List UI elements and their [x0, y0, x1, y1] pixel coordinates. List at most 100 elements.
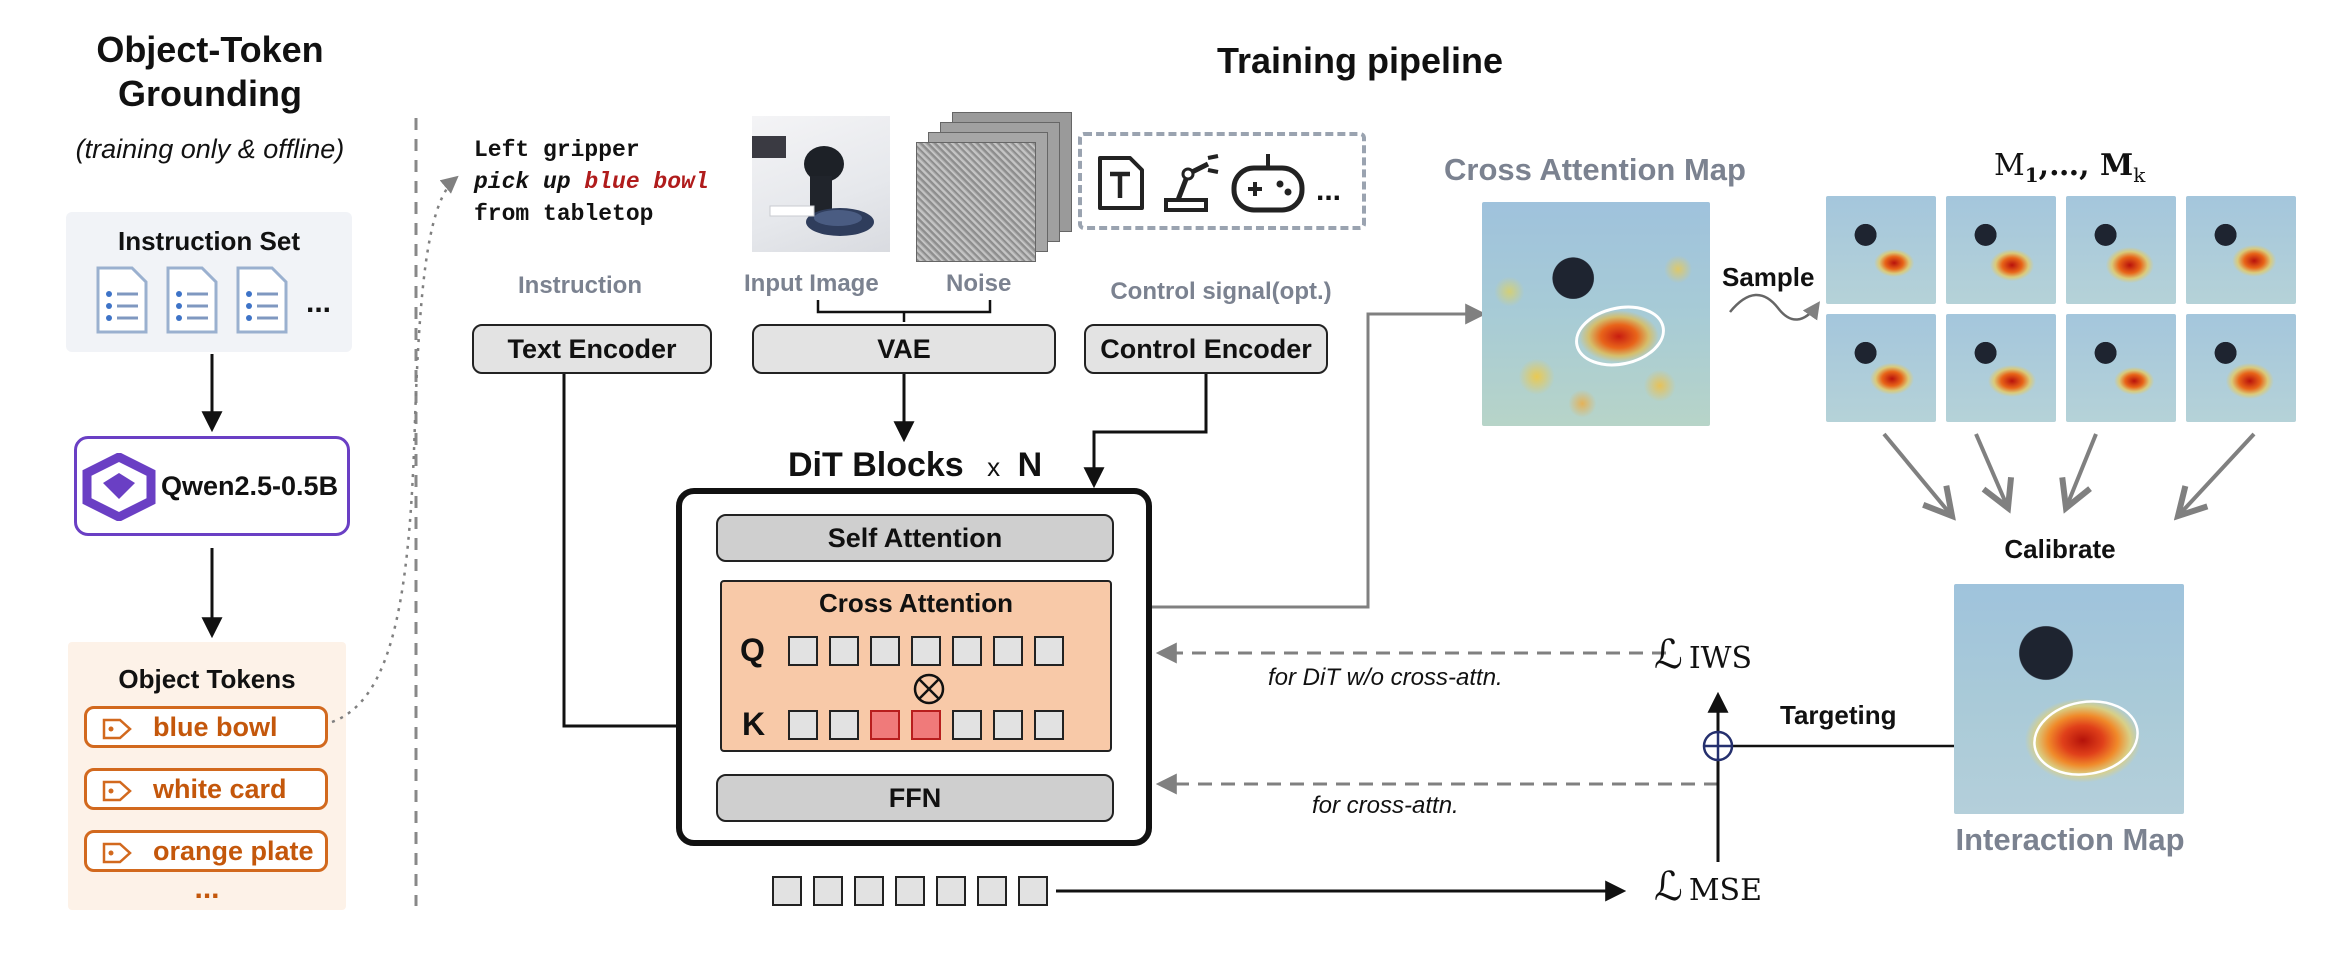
output-token [895, 876, 925, 906]
sampled-map [2066, 196, 2176, 304]
q-label: Q [740, 632, 765, 668]
token-blue-bowl: blue bowl [84, 706, 328, 748]
label-instruction: Instruction [518, 272, 642, 299]
instruction-set-label: Instruction Set [117, 226, 300, 256]
ffn-box: FFN [716, 774, 1114, 822]
maps-label-mid: ,…, M [2038, 148, 2134, 183]
sampled-map [2186, 196, 2296, 304]
k-token [788, 710, 818, 740]
label-noise: Noise [946, 270, 1012, 297]
text-encoder-box: Text Encoder [472, 324, 712, 374]
object-tokens-label: Object Tokens [118, 664, 296, 694]
control-ellipsis: ... [1316, 174, 1342, 207]
arrow-cross-to-map [1112, 303, 1487, 609]
q-token [911, 636, 941, 666]
loss-mse-sub: MSE [1688, 873, 1762, 908]
dit-multiplier-n: N [1017, 446, 1043, 484]
noise-stack [910, 112, 1090, 262]
output-token [936, 876, 966, 906]
left-title-line1: Object-Token [96, 29, 324, 70]
cross-attention-label: Cross Attention [818, 588, 1014, 618]
sample-label: Sample [1722, 262, 1815, 292]
vae-input-bracket [816, 300, 992, 314]
q-token [870, 636, 900, 666]
list-document-icon [166, 266, 218, 334]
arrow-text-to-k [562, 374, 731, 737]
tag-icon [102, 842, 132, 864]
label-targeting: Targeting [1780, 700, 1897, 730]
maps-label-m: M [1994, 148, 2025, 183]
instruction-line2-prefix: pick up [474, 169, 585, 195]
q-token [1034, 636, 1064, 666]
input-image [752, 116, 890, 252]
label-for-cross: for cross-attn. [1312, 792, 1459, 819]
k-token [952, 710, 982, 740]
attention-highlight-ellipse [1575, 305, 1665, 367]
instruction-set-box: Instruction Set ... [66, 212, 352, 352]
list-document-icon [236, 266, 288, 334]
dit-multiplier-x: x [987, 452, 1001, 482]
tag-icon [102, 780, 132, 802]
label-input-image: Input Image [744, 270, 879, 297]
output-token [977, 876, 1007, 906]
calibrate-arrow-4 [2178, 432, 2256, 516]
sampled-map [1946, 196, 2056, 304]
calibrate-arrow-1 [1882, 432, 1952, 516]
sampled-map [2066, 314, 2176, 422]
maps-label-sub1: 1 [2024, 163, 2039, 187]
dit-title: DiT Blocks x N [788, 446, 1042, 485]
interaction-highlight-ellipse [2033, 700, 2139, 776]
cross-attention-map [1482, 202, 1710, 426]
output-token [772, 876, 802, 906]
calibrate-arrow-2 [1974, 433, 2008, 508]
output-token [854, 876, 884, 906]
dit-title-text: DiT Blocks [788, 446, 964, 484]
qwen-model-box: Qwen2.5-0.5B [74, 436, 350, 536]
cross-attention-map-label: Cross Attention Map [1444, 152, 1746, 187]
arrow-control-to-dit [1083, 374, 1208, 489]
gamepad-icon [1231, 154, 1305, 213]
oplus-icon [1702, 730, 1734, 762]
label-control-signal: Control signal(opt.) [1110, 278, 1332, 305]
sampled-map [1826, 314, 1936, 422]
sampled-map [1946, 314, 2056, 422]
instruction-ellipsis: ... [306, 286, 332, 319]
instruction-text: Left gripper pick up blue bowl from tabl… [474, 134, 709, 230]
control-encoder-box: Control Encoder [1084, 324, 1328, 374]
k-token [829, 710, 859, 740]
instruction-highlight: blue bowl [584, 169, 709, 195]
maps-label: M1,…, Mk [1994, 148, 2145, 187]
interaction-map [1954, 584, 2184, 814]
robot-scene-illustration [752, 136, 874, 236]
loss-mse-symbol: ℒ [1654, 864, 1683, 910]
token-label: white card [153, 773, 287, 804]
otimes-icon [913, 673, 945, 705]
sampled-map [2186, 314, 2296, 422]
self-attention-box: Self Attention [716, 514, 1114, 562]
left-subtitle: (training only & offline) [75, 134, 345, 164]
token-label: orange plate [153, 835, 314, 866]
vae-box: VAE [752, 324, 1056, 374]
qwen-logo-icon [82, 453, 156, 521]
sampled-map [1826, 196, 1936, 304]
instruction-line2: pick up blue bowl [474, 166, 709, 198]
calibrate-label: Calibrate [2004, 534, 2116, 564]
calibrate-arrow-3 [2066, 433, 2098, 508]
q-token [788, 636, 818, 666]
robot-arm-icon [1164, 154, 1219, 212]
token-orange-plate: orange plate [84, 830, 328, 872]
qwen-model-label: Qwen2.5-0.5B [161, 471, 339, 501]
noise-frame [916, 142, 1036, 262]
instruction-line1: Left gripper [474, 137, 640, 163]
k-token-highlighted [870, 710, 900, 740]
instruction-line3: from tabletop [474, 201, 654, 227]
loss-iws-symbol: ℒ [1654, 632, 1683, 678]
grounding-dotted-arrow [331, 175, 459, 724]
left-title-line2: Grounding [118, 73, 302, 114]
label-dit-no-cross: for DiT w/o cross-attn. [1268, 664, 1503, 691]
tokens-ellipsis: ... [194, 872, 220, 905]
text-icon [1098, 156, 1144, 210]
